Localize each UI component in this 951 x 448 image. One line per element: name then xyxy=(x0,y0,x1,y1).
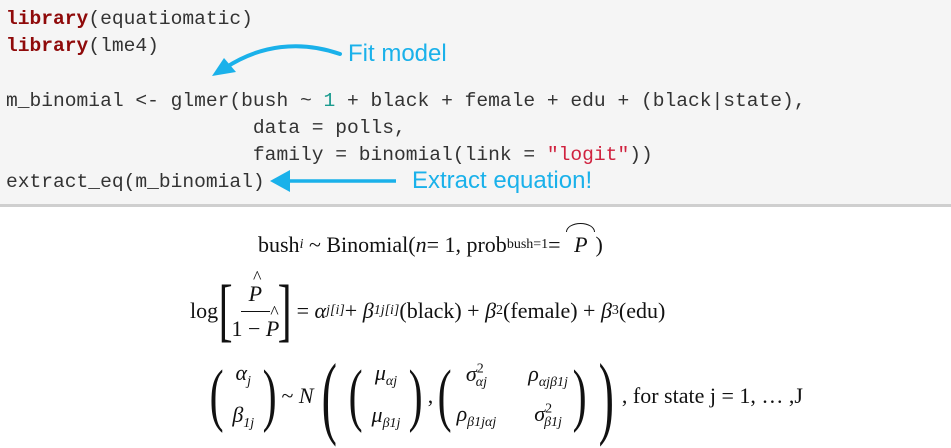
code-line-4: data = polls, xyxy=(6,117,406,139)
code-line-1: library(equatiomatic) xyxy=(6,8,253,30)
code-line-5: family = binomial(link = "logit")) xyxy=(6,144,653,166)
extract-equation-annotation: Extract equation! xyxy=(412,167,593,194)
annotation-arrows xyxy=(212,44,396,192)
code-line-2: library(lme4) xyxy=(6,35,159,57)
extract-arrowhead-icon xyxy=(270,170,290,192)
code-line-6: extract_eq(m_binomial) xyxy=(6,171,265,193)
equation-line-2: log [ P1 − P ] = αj[i] + β1j[i] (black) … xyxy=(190,267,665,354)
fit-arrowhead-icon xyxy=(212,58,236,76)
fit-model-annotation: Fit model xyxy=(348,40,447,67)
fit-arrow-icon xyxy=(223,44,342,70)
code-block: library(equatiomatic) library(lme4) m_bi… xyxy=(0,0,951,207)
code-line-3: m_binomial <- glmer(bush ~ 1 + black + f… xyxy=(6,90,806,112)
